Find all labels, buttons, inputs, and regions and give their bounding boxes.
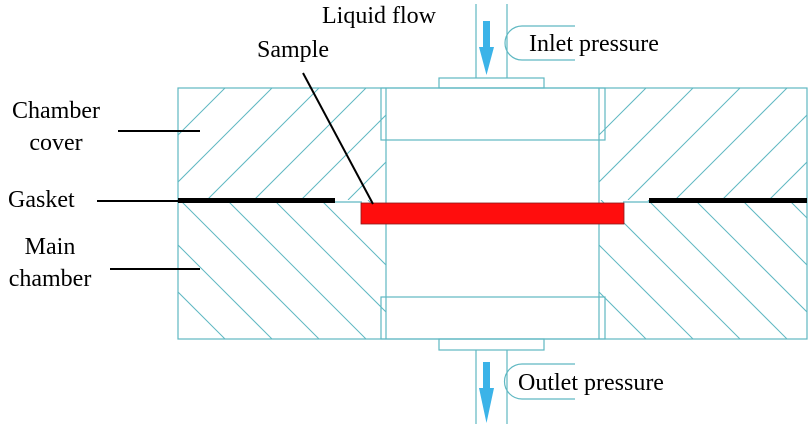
hatch-line [599, 291, 647, 339]
hatch-line [300, 114, 386, 200]
hatch-line [178, 291, 226, 339]
hatch-line [599, 88, 600, 89]
main-chamber-label-line1: Main [24, 234, 76, 260]
hatch-line [320, 200, 386, 266]
chamber-cover-label-line1: Chamber [12, 98, 100, 124]
hatch-line [347, 161, 386, 200]
sample-leader [302, 72, 374, 205]
hatch-line [599, 88, 647, 136]
chamber-cover-label-line2: cover [29, 130, 83, 156]
hatch-line [599, 244, 694, 339]
inlet-pressure-tap [504, 25, 575, 61]
hatch-line [226, 200, 367, 339]
hatch-line [599, 88, 694, 183]
main-chamber-hatch-left [178, 200, 386, 339]
hatch-line [674, 88, 788, 200]
hatch-line [206, 88, 320, 200]
hatch-line [627, 88, 741, 200]
sample [360, 202, 625, 225]
liquid-flow-label: Liquid flow [322, 3, 436, 29]
hatch-line [178, 244, 273, 339]
hatch-line [741, 200, 807, 266]
hatch-line [489, 88, 601, 200]
outlet-flange [438, 338, 545, 351]
main-chamber-label: Main chamber [0, 234, 100, 292]
chamber-cover-label: Chamber cover [0, 98, 112, 156]
chamber-cover-hatch-right [599, 88, 807, 200]
inlet-flange [438, 77, 545, 89]
upper-insert [380, 87, 606, 141]
outlet-pressure-tap [503, 363, 575, 400]
inlet-pressure-label: Inlet pressure [529, 31, 659, 57]
hatch-line [442, 88, 554, 200]
gasket-left [178, 198, 335, 203]
hatch-line [253, 88, 367, 200]
gasket-right [649, 198, 807, 203]
hatch-line [179, 200, 320, 339]
chamber-cover-hatch-left [178, 88, 601, 200]
lower-insert [380, 296, 606, 340]
hatch-line [788, 200, 807, 219]
inlet-flow-arrow [479, 21, 494, 75]
hatch-line [721, 114, 807, 200]
hatch-line [768, 161, 807, 200]
hatch-line [694, 200, 807, 313]
hatch-line [178, 88, 226, 136]
gasket-label: Gasket [8, 187, 75, 213]
main-chamber-label-line2: chamber [8, 266, 92, 292]
sample-label: Sample [257, 37, 329, 63]
hatch-line [647, 200, 788, 339]
outlet-pressure-label: Outlet pressure [518, 370, 664, 396]
outlet-flow-arrow [479, 362, 494, 423]
hatch-line [395, 88, 507, 200]
hatch-line [178, 88, 273, 183]
hatch-line [273, 200, 386, 313]
